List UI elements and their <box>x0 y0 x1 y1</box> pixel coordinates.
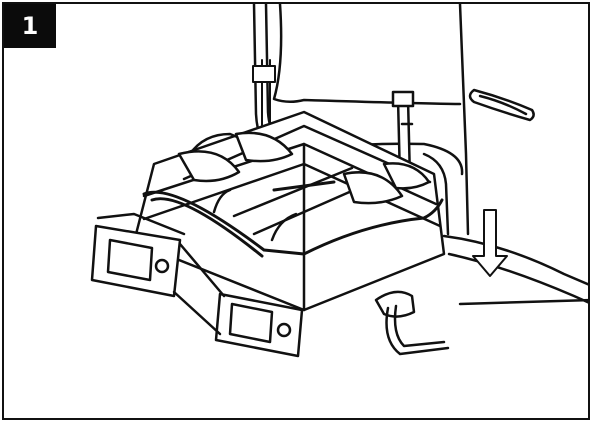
carrier-platform <box>132 110 446 312</box>
rear-bar <box>172 242 226 336</box>
step-number: 1 <box>21 12 39 40</box>
right-light-box <box>214 292 304 358</box>
coupling-head <box>374 290 450 356</box>
strap <box>252 59 276 135</box>
step-number-badge: 1 <box>4 4 56 48</box>
down-arrow-icon <box>472 209 508 277</box>
door-handle-icon <box>468 88 535 122</box>
left-light-box <box>90 212 186 298</box>
frame-arm <box>142 180 444 258</box>
wheel-cradles <box>177 131 431 205</box>
figure-frame: 1 <box>2 2 590 420</box>
bike-carrier-illustration <box>90 4 588 358</box>
